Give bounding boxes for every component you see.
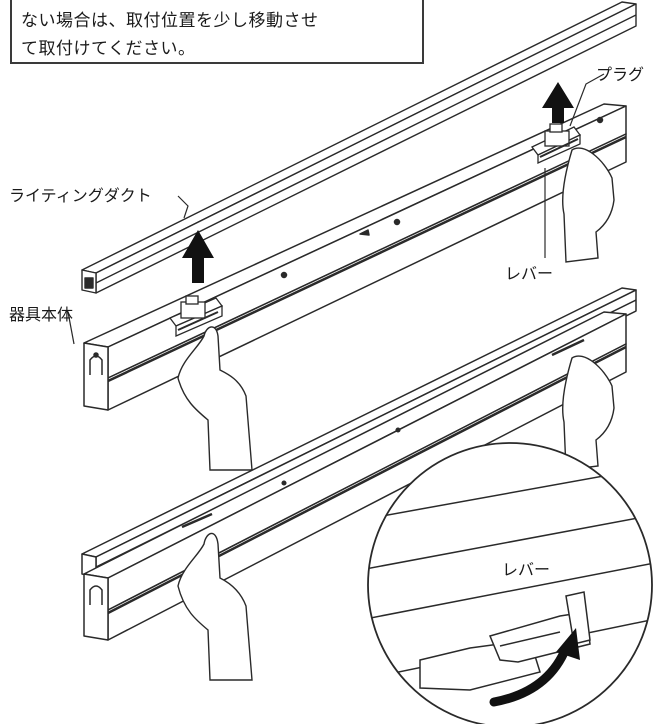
plug-left <box>168 295 224 337</box>
hand-right-top <box>562 147 615 263</box>
instruction-note-box <box>10 0 424 64</box>
instruction-line-2: て取付けてください。 <box>21 39 196 59</box>
label-lever-detail: レバー <box>502 560 551 579</box>
up-arrow-right <box>542 82 574 123</box>
detail-magnifier <box>367 442 653 724</box>
lighting-duct <box>81 1 637 294</box>
label-plug: プラグ <box>596 65 645 84</box>
hand-left-top <box>177 326 253 471</box>
instruction-line-1: ない場合は、取付位置を少し移動させ <box>21 11 319 31</box>
hand-left-bottom <box>177 532 253 681</box>
up-arrow-left <box>182 230 214 283</box>
label-fixture-body: 器具本体 <box>9 305 74 324</box>
plug-right <box>531 123 581 165</box>
fixture-body-top <box>83 103 627 411</box>
label-lighting-duct: ライティングダクト <box>9 186 152 205</box>
label-lever-top: レバー <box>505 264 554 283</box>
hand-right-bottom <box>562 355 615 471</box>
fixture-body-bottom <box>81 287 637 641</box>
